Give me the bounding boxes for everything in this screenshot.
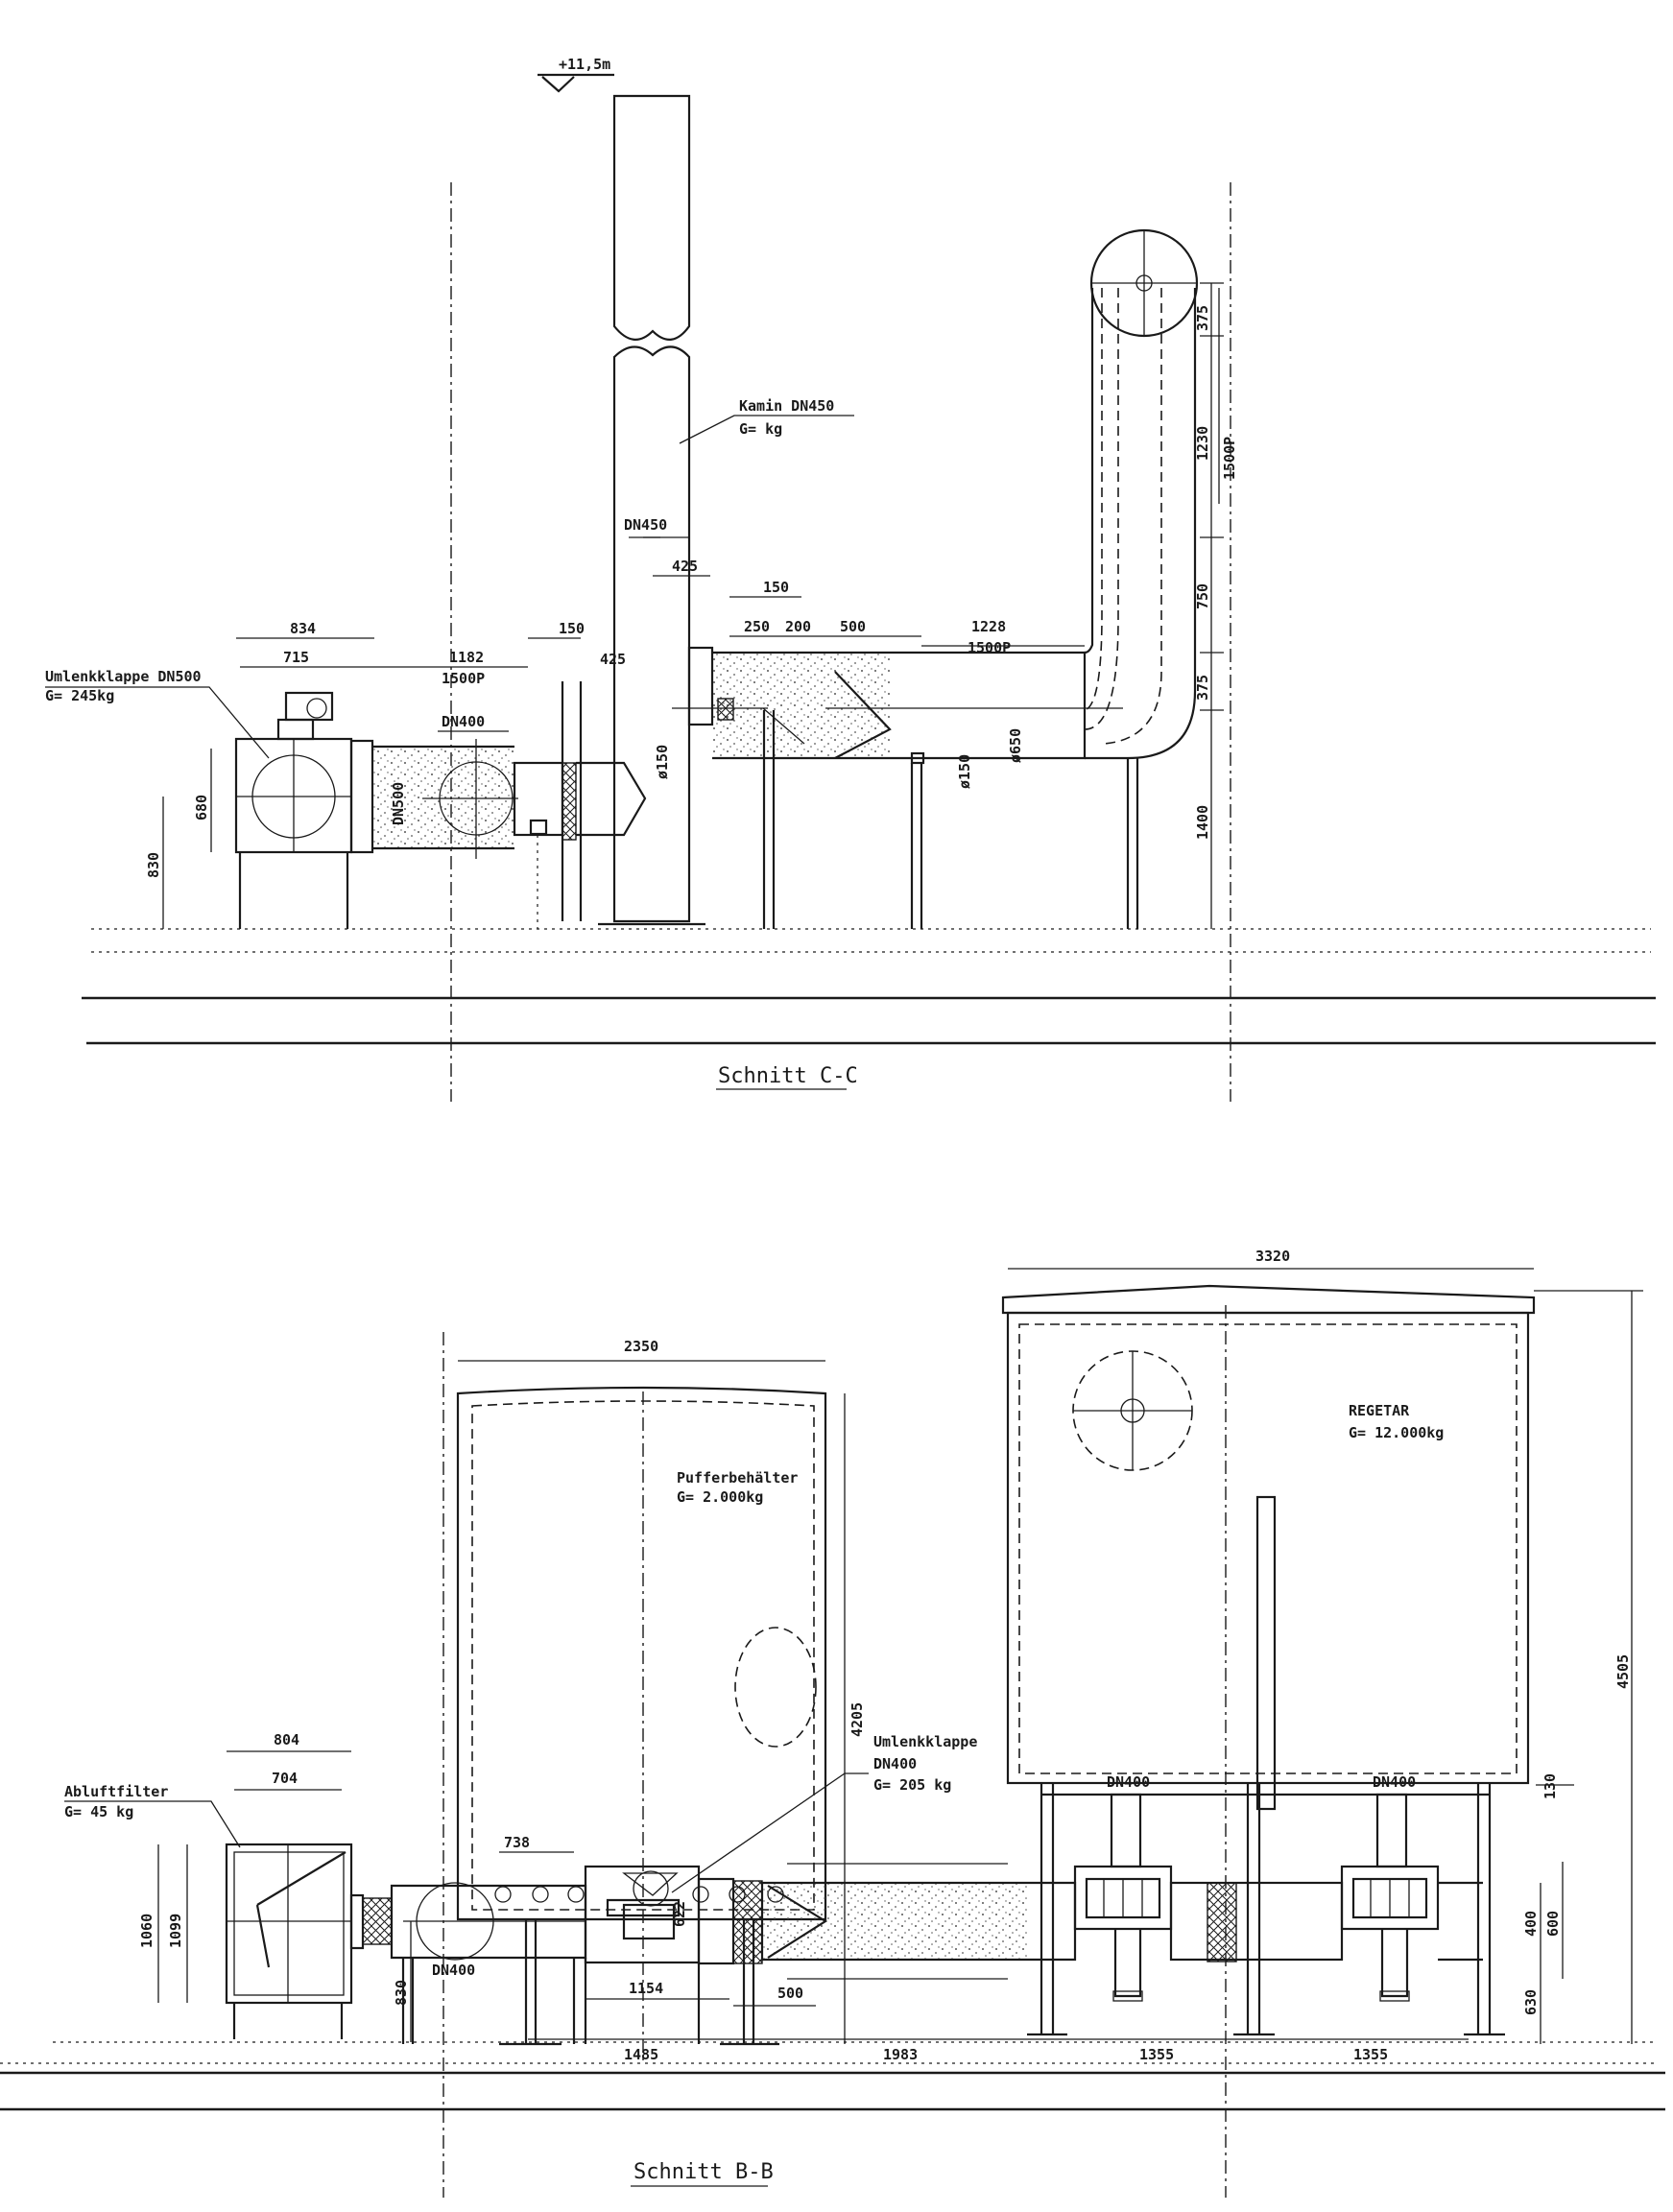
phi650-label: ø650 [1007,728,1024,763]
regetar-weight: G= 12.000kg [1349,1424,1444,1441]
dim-400: 400 [1522,1911,1540,1937]
dim-200: 200 [785,618,811,635]
dim-830-bb: 830 [393,1980,410,2006]
dim-1983: 1983 [883,2046,918,2063]
dim-425-a: 425 [600,651,626,668]
dim-500-bb: 500 [777,1985,803,2002]
dim-250: 250 [744,618,770,635]
dim-1182: 1182 [449,649,484,666]
dim-1228: 1228 [971,618,1006,635]
dim-750: 750 [1194,583,1211,609]
dim-680: 680 [193,795,210,821]
umlenkklappe-bb-weight: G= 205 kg [873,1776,951,1794]
kamin-label: Kamin DN450 [739,397,834,415]
dim-1500p-v: 1500P [1221,437,1238,480]
cc-riser [1084,228,1199,760]
dim-1400: 1400 [1194,805,1211,840]
section-bb-title: Schnitt B-B [633,2160,774,2184]
dim-704: 704 [272,1770,298,1787]
cc-dimensions: 834 715 1182 1500P 150 425 425 150 250 2… [145,282,1238,929]
dn450-label: DN450 [624,516,667,534]
regetar-inlet-left [1073,1793,1173,2002]
bb-dimensions: 2350 3320 4205 4505 804 704 1060 1099 83… [138,1248,1643,2063]
dim-834: 834 [290,620,316,637]
dim-1355-b: 1355 [1353,2046,1388,2063]
phi150a-label: ø150 [654,745,671,779]
pufferbehaelter: Pufferbehälter G= 2.000kg [456,1386,827,2046]
umlenkklappe-weight: G= 245kg [45,687,114,704]
phi150b-label: ø150 [956,754,973,789]
dim-830: 830 [145,852,162,878]
puffer-label: Pufferbehälter [677,1469,798,1487]
abluftfilter-label: Abluftfilter [64,1783,168,1800]
dn500-label: DN500 [390,782,407,825]
dim-425-b: 425 [672,558,698,575]
umlenkklappe-bb-dn: DN400 [873,1755,917,1772]
dim-622: 622 [671,1901,688,1927]
abluftfilter-weight: G= 45 kg [64,1803,133,1820]
dim-150-a: 150 [559,620,585,637]
dim-2350: 2350 [624,1338,658,1355]
section-bb: Pufferbehälter G= 2.000kg REGETAR G= 12.… [0,1248,1665,2198]
dim-738: 738 [504,1834,530,1851]
section-cc: +11,5m DN450 Kamin DN450 G= kg [45,56,1656,1102]
dim-1060: 1060 [138,1914,155,1948]
dim-3320: 3320 [1255,1248,1290,1265]
regetar-label: REGETAR [1349,1402,1410,1419]
abluftfilter: Abluftfilter G= 45 kg [64,1783,353,2039]
dim-600: 600 [1544,1911,1562,1937]
umlenkklappe-bb-label: Umlenkklappe [873,1733,977,1750]
kamin-weight: G= kg [739,420,782,438]
dim-1485: 1485 [624,2046,658,2063]
dim-804: 804 [274,1731,299,1748]
bb-duct: DN400 [349,1863,1483,2044]
dn400-reg-b: DN400 [1373,1773,1416,1791]
puffer-weight: G= 2.000kg [677,1488,763,1506]
dim-4505: 4505 [1614,1654,1632,1689]
dn400-label: DN400 [442,713,485,730]
dim-1355-a: 1355 [1139,2046,1174,2063]
dim-1230: 1230 [1194,426,1211,461]
cc-duct-left: DN500 DN400 [372,681,647,929]
dim-1154: 1154 [629,1980,663,1997]
umlenkklappe-label: Umlenkklappe DN500 [45,668,202,685]
regetar: REGETAR G= 12.000kg [1001,1284,1536,2036]
dim-375-top: 375 [1194,305,1211,331]
dim-1500p-a: 1500P [442,670,485,687]
dim-630: 630 [1522,1989,1540,2015]
dim-715: 715 [283,649,309,666]
section-cc-title: Schnitt C-C [718,1064,858,1088]
dim-375-mid: 375 [1194,675,1211,701]
dim-1500p-b: 1500P [968,639,1011,656]
dim-500: 500 [840,618,866,635]
dim-130: 130 [1542,1773,1559,1799]
cc-duct-right: ø650 ø150 ø150 [654,646,1139,929]
dim-150-b: 150 [763,579,789,596]
kamin-stack: DN450 Kamin DN450 G= kg [598,94,854,926]
cc-ground [82,928,1656,1045]
dim-1099: 1099 [167,1914,184,1948]
dim-4205: 4205 [848,1702,866,1737]
level-mark-text: +11,5m [559,56,610,73]
level-mark: +11,5m [538,56,614,93]
dn400-reg-a: DN400 [1107,1773,1150,1791]
bb-ground [0,2041,1665,2111]
dn400-pipe-label: DN400 [432,1962,475,1979]
umlenkklappe-box: Umlenkklappe DN500 G= 245kg [45,668,374,929]
regetar-inlet-right [1340,1793,1440,2002]
